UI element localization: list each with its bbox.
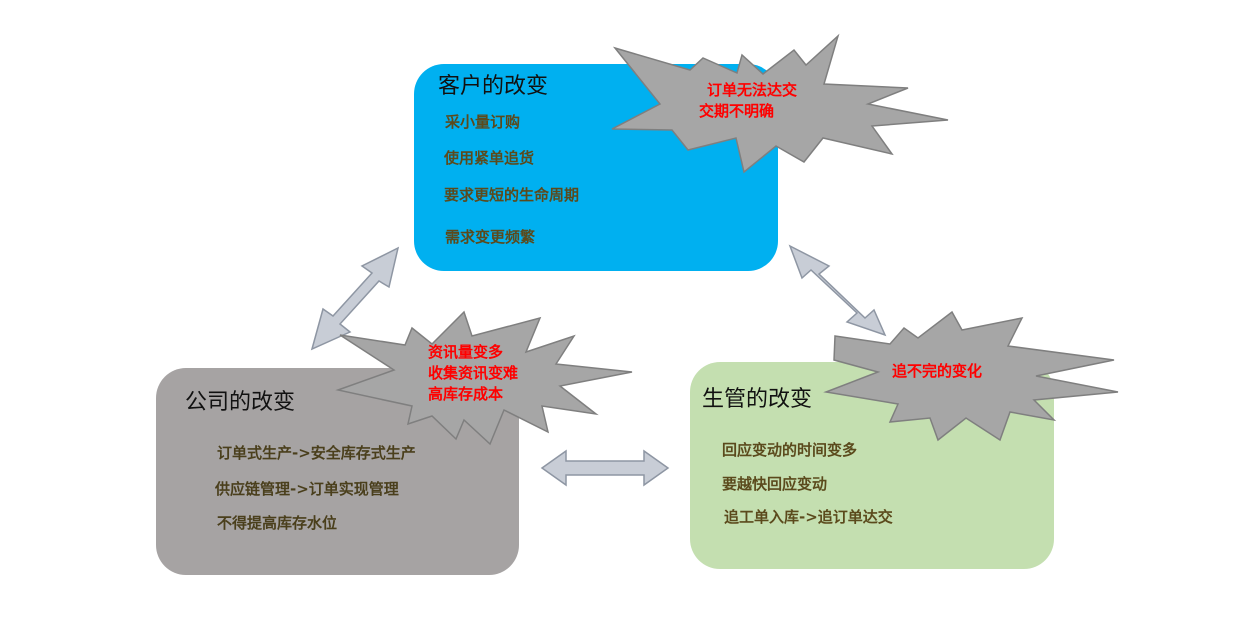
- company-burst-text: 资讯量变多 收集资讯变难 高库存成本: [428, 342, 548, 405]
- customer-burst-text: 订单无法达交 交期不明确: [699, 80, 819, 122]
- production-item: 要越快回应变动: [722, 475, 828, 493]
- double-arrow-shape: [788, 244, 887, 337]
- double-arrow-shape: [540, 449, 670, 487]
- customer-change-box: 客户的改变 采小量订购 使用紧单追货 要求更短的生命周期 需求变更频繁: [414, 64, 778, 271]
- burst-shape: [611, 33, 949, 174]
- burst-line: 高库存成本: [428, 385, 504, 403]
- burst-shape: [335, 310, 633, 446]
- burst-line: 资讯量变多: [428, 343, 504, 361]
- double-arrow-shape: [310, 246, 400, 351]
- production-item: 追工单入库->追订单达交: [724, 508, 893, 526]
- burst-line: 追不完的变化: [892, 362, 983, 380]
- production-change-title: 生管的改变: [702, 387, 813, 412]
- customer-item: 需求变更频繁: [445, 228, 536, 246]
- customer-change-title: 客户的改变: [438, 74, 549, 99]
- customer-item: 使用紧单追货: [444, 149, 535, 167]
- burst-shape: [823, 310, 1119, 442]
- company-item: 订单式生产->安全库存式生产: [217, 444, 416, 462]
- company-change-title: 公司的改变: [185, 390, 296, 415]
- production-burst-text: 追不完的变化: [892, 361, 1012, 382]
- customer-item: 要求更短的生命周期: [444, 186, 580, 204]
- burst-line: 收集资讯变难: [428, 364, 519, 382]
- production-item: 回应变动的时间变多: [722, 441, 858, 459]
- burst-line: 交期不明确: [699, 102, 775, 120]
- company-item: 供应链管理->订单实现管理: [215, 480, 399, 498]
- customer-item: 采小量订购: [445, 113, 521, 131]
- burst-line: 订单无法达交: [707, 81, 798, 99]
- company-item: 不得提高库存水位: [217, 514, 338, 532]
